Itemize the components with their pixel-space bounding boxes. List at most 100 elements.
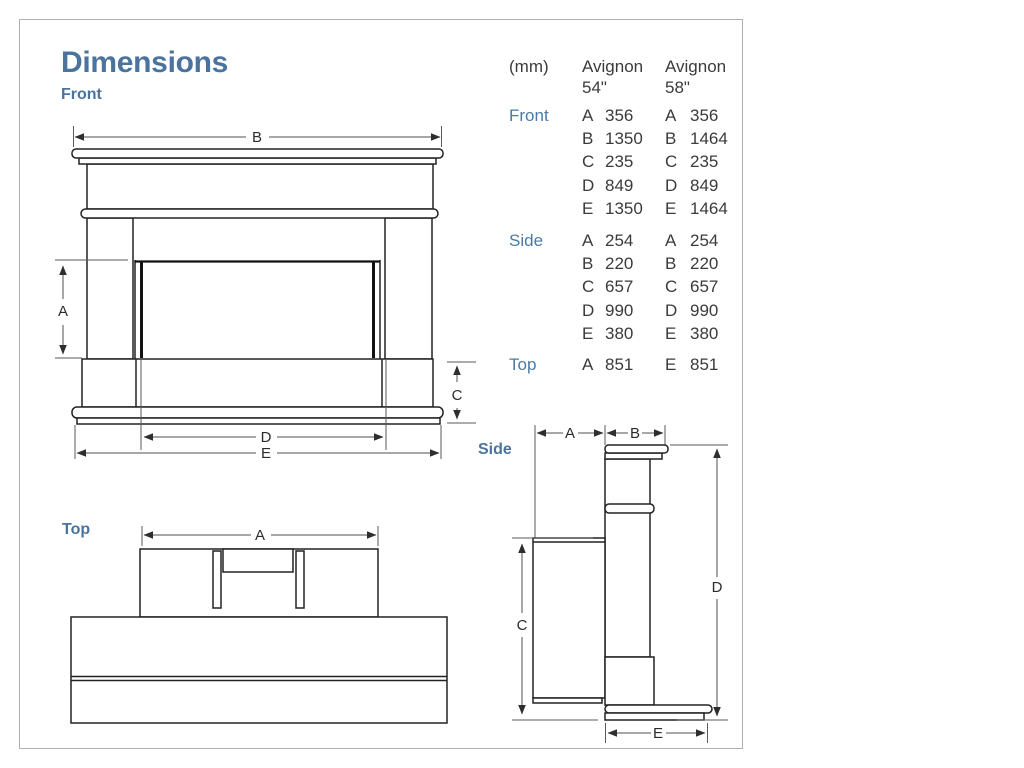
dim-label-e: E (261, 445, 271, 462)
dim-letter: B (582, 254, 594, 274)
dim-value: 657 (605, 277, 634, 297)
dim-letter: E (665, 323, 677, 343)
dim-value: 380 (605, 323, 634, 343)
top-view-drawing: A (70, 526, 448, 724)
table-header: (mm) Avignon 54" Avignon 58" (509, 56, 759, 98)
dimension-A: A (55, 259, 128, 359)
page-title: Dimensions (61, 46, 229, 79)
hearth-top (71, 406, 444, 419)
fireplace-side-outline (532, 444, 713, 721)
dim-value: 1464 (690, 129, 728, 149)
hearth-profile-top (604, 704, 713, 714)
unit-label: (mm) (509, 57, 549, 76)
side-view-drawing: A B C (512, 425, 728, 743)
dim-letter: C (665, 152, 678, 172)
plinth-profile (604, 656, 655, 706)
dim-value: 990 (605, 300, 634, 320)
dim-value: 1464 (690, 198, 728, 218)
dimension-B-side: B (604, 425, 666, 447)
dim-letter: B (665, 254, 677, 274)
moulding-profile (604, 503, 655, 514)
dim-letter: D (665, 300, 678, 320)
dim-letter: A (582, 231, 594, 250)
top-view-caption: Top (62, 521, 91, 538)
dim-label-c: C (517, 617, 528, 634)
dim-letter: A (582, 106, 594, 125)
dimension-A-top: A (141, 526, 379, 546)
dim-label-a: A (58, 303, 68, 320)
dimension-C: C (447, 361, 476, 424)
content-frame: Dimensions Front Top Side (mm) Avignon 5… (19, 19, 743, 749)
dim-label-d: D (712, 579, 723, 596)
dim-label-a: A (565, 425, 575, 442)
dim-letter: E (665, 355, 677, 374)
side-view-caption: Side (478, 441, 512, 458)
left-bracket-slot (212, 550, 222, 609)
section-label: Side (509, 231, 544, 250)
dim-label-d: D (261, 429, 272, 446)
dimension-C-side: C (512, 537, 598, 721)
dim-value: 254 (690, 231, 719, 250)
dim-letter: E (665, 198, 677, 218)
dim-letter: D (665, 175, 678, 195)
dim-value: 254 (605, 231, 634, 250)
moulding-band (80, 208, 439, 219)
firebox-base-strip (532, 697, 603, 704)
dimension-D: D (140, 359, 387, 450)
front-view-caption: Front (61, 86, 102, 103)
dim-value: 220 (690, 254, 719, 274)
left-leg (86, 217, 134, 360)
dim-value: 220 (605, 254, 634, 274)
dim-letter: E (582, 198, 594, 218)
dimension-B: B (73, 126, 442, 147)
dim-letter: D (582, 175, 595, 195)
dim-value: 380 (690, 323, 719, 343)
front-view-drawing: B A C D E (55, 126, 476, 462)
column-header-avignon-58: Avignon 58" (665, 57, 727, 97)
section-label: Front (509, 106, 549, 125)
mantel-shelf-lower (78, 157, 437, 165)
base-plinth (81, 358, 434, 408)
dim-letter: E (582, 323, 594, 343)
dim-value: 1350 (605, 198, 643, 218)
dimension-A-side: A (534, 425, 604, 538)
hearth-profile-bottom (604, 712, 705, 721)
column-header-avignon-54: Avignon 54" (582, 57, 644, 97)
frieze-panel (86, 163, 434, 210)
dim-letter: B (582, 129, 594, 149)
dim-value: 356 (690, 106, 719, 125)
dim-letter: C (582, 152, 595, 172)
dim-label-a: A (255, 527, 265, 544)
dim-letter: A (665, 106, 677, 125)
section-label: Top (509, 355, 537, 374)
dim-label-b: B (630, 425, 640, 442)
dim-label-c: C (452, 387, 463, 404)
dim-value: 849 (690, 175, 719, 195)
firebox-footprint (222, 548, 294, 573)
dim-value: 657 (690, 277, 719, 297)
dim-letter: C (665, 277, 678, 297)
firebox-profile (532, 537, 606, 699)
dim-letter: B (665, 129, 677, 149)
dim-value: 990 (690, 300, 719, 320)
dim-label-e: E (653, 725, 663, 742)
dim-label-b: B (252, 129, 262, 146)
dim-value: 235 (690, 152, 719, 172)
shelf-profile-lower (604, 452, 663, 460)
dim-letter: C (582, 277, 595, 297)
dim-letter: A (665, 231, 677, 250)
dim-value: 356 (605, 106, 634, 125)
fireplace-front-outline (71, 148, 444, 425)
right-bracket-slot (295, 550, 305, 609)
right-leg (384, 217, 433, 360)
hearth-bottom (76, 417, 441, 425)
shelf-profile-top (604, 444, 669, 454)
dimension-E: E (74, 425, 442, 462)
